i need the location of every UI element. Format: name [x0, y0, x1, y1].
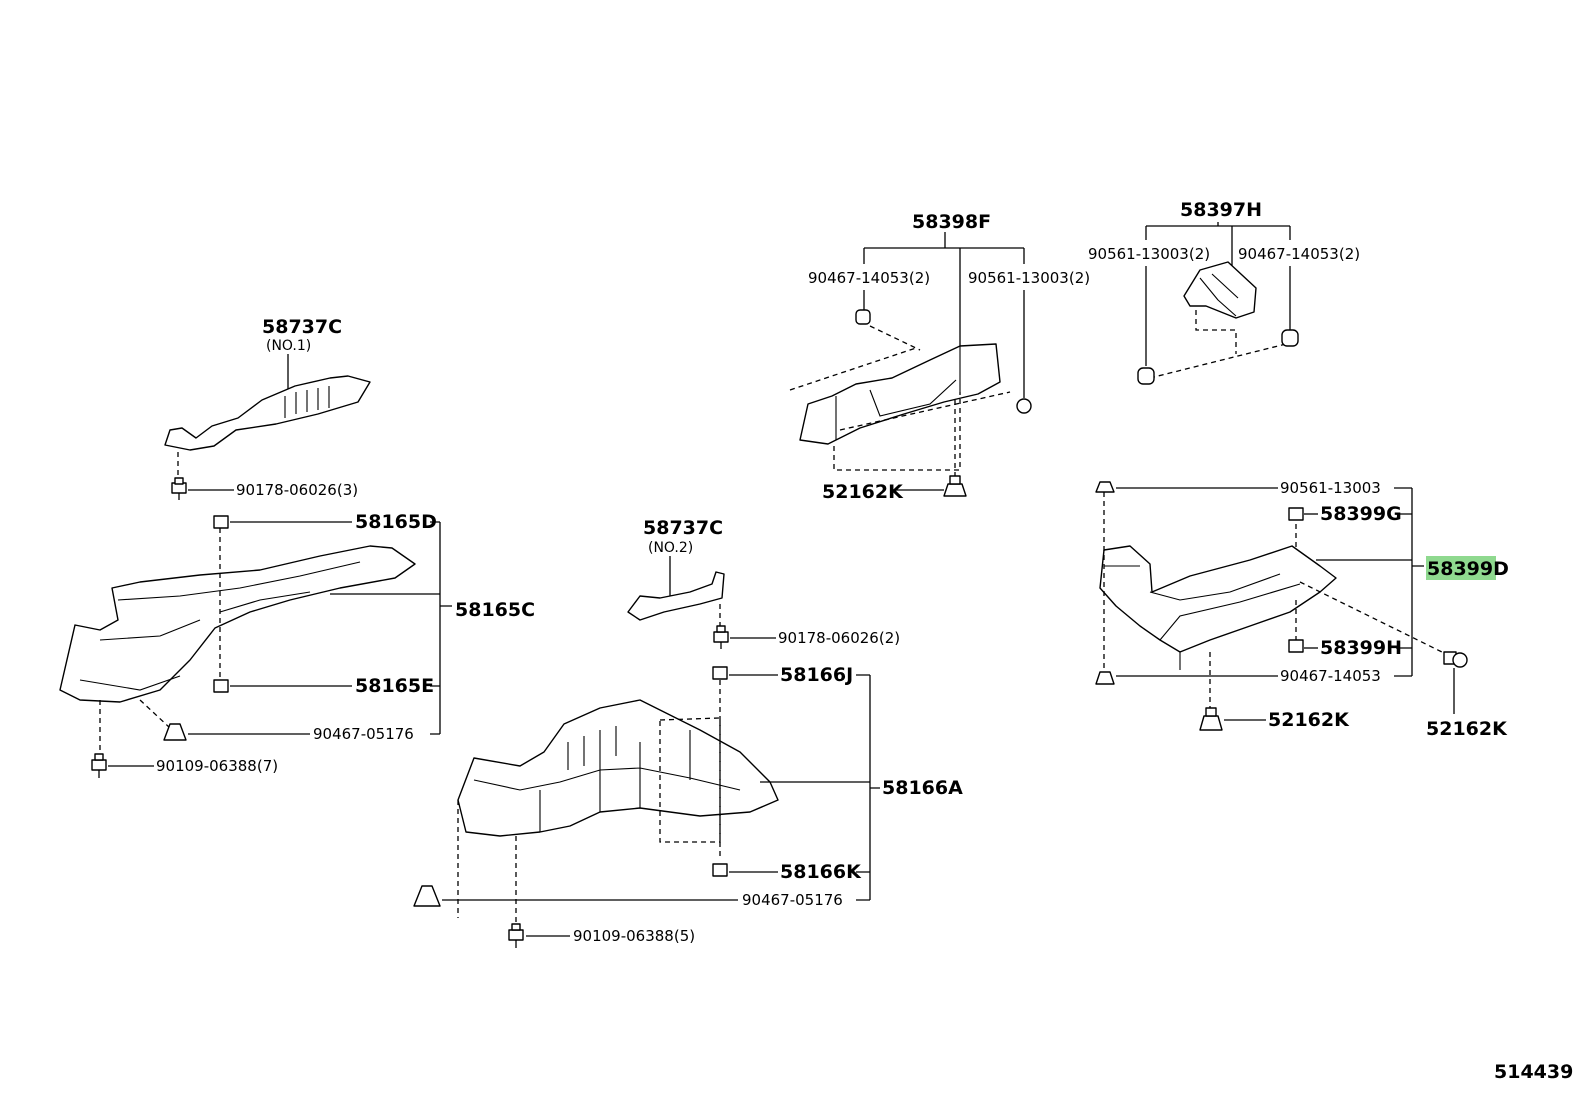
bolt-icon [713, 625, 729, 649]
bolt-icon [91, 753, 107, 778]
nut-icon [1016, 398, 1032, 414]
label-90178-06026-3[interactable]: 90178-06026(3) [236, 481, 358, 499]
label-58399d[interactable]: 58399D [1427, 558, 1509, 580]
grommet-icon [1095, 671, 1115, 685]
label-58737c-no2-sub: (NO.2) [648, 540, 693, 556]
part-58398f-group: 58398F 90467-14053(2) 90561-13003(2) 521… [789, 211, 1090, 503]
label-58399h[interactable]: 58399H [1320, 637, 1402, 659]
bracket-line [863, 232, 1025, 264]
bolt-icon [508, 923, 524, 948]
clip-icon [712, 863, 728, 877]
splash-shield-no2-drawing [627, 571, 725, 621]
bracket-line [1394, 487, 1424, 677]
clip-icon [712, 666, 728, 680]
label-58165c[interactable]: 58165C [455, 599, 535, 621]
bracket-line [1145, 222, 1291, 240]
label-90467-14053-2-b[interactable]: 90467-14053(2) [1238, 245, 1360, 263]
bolt-icon [171, 477, 187, 500]
highlight-58399d [1426, 556, 1496, 580]
bolt-icon [943, 475, 967, 497]
part-58165c-group: 58165D 58165C 58165E 90467-05176 90109-0… [59, 511, 535, 778]
label-90467-05176-center[interactable]: 90467-05176 [742, 891, 843, 909]
cover-58398f-drawing [799, 343, 1001, 445]
bracket-line [856, 674, 880, 901]
label-58737c-no1[interactable]: 58737C [262, 316, 342, 338]
bolt-icon [1443, 651, 1468, 668]
label-58165e[interactable]: 58165E [355, 675, 434, 697]
label-58166k[interactable]: 58166K [780, 861, 862, 883]
label-58166j[interactable]: 58166J [780, 664, 853, 686]
label-90561-13003-2-b[interactable]: 90561-13003(2) [1088, 245, 1210, 263]
label-52162k-far-right[interactable]: 52162K [1426, 718, 1508, 740]
label-90467-14053-2-a[interactable]: 90467-14053(2) [808, 269, 930, 287]
bracket-58397h-drawing [1183, 261, 1257, 319]
grommet-icon [413, 885, 441, 907]
clip-icon [1095, 481, 1115, 493]
label-90109-06388-5[interactable]: 90109-06388(5) [573, 927, 695, 945]
nut-icon [855, 309, 871, 325]
part-58166a-group: 58737C (NO.2) 90178-06026(2) 58166J 5816… [413, 517, 963, 948]
label-90561-13003-2-a[interactable]: 90561-13003(2) [968, 269, 1090, 287]
label-58397h[interactable]: 58397H [1180, 199, 1262, 221]
clip-icon [1288, 639, 1304, 653]
label-58398f[interactable]: 58398F [912, 211, 991, 233]
nut-icon [1137, 367, 1155, 385]
engine-under-cover-58165c-drawing [59, 545, 416, 703]
clip-icon [213, 679, 229, 693]
label-90178-06026-2[interactable]: 90178-06026(2) [778, 629, 900, 647]
label-58165d[interactable]: 58165D [355, 511, 437, 533]
bolt-icon [1199, 707, 1223, 731]
label-58737c-no2[interactable]: 58737C [643, 517, 723, 539]
part-58399d-group: 90561-13003 58399G 58399D 58399H 90467-1… [1095, 479, 1509, 740]
part-58737c-no1-group: 58737C (NO.1) 90178-06026(3) [164, 316, 371, 500]
label-90467-05176-left[interactable]: 90467-05176 [313, 725, 414, 743]
part-58397h-group: 58397H 90561-13003(2) 90467-14053(2) [1088, 199, 1360, 385]
cover-58399d-drawing [1099, 545, 1337, 653]
grommet-icon [163, 723, 187, 741]
diagram-id: 514439 [1494, 1061, 1573, 1083]
label-52162k-top[interactable]: 52162K [822, 481, 904, 503]
splash-shield-no1-drawing [164, 375, 371, 451]
label-58737c-no1-sub: (NO.1) [266, 338, 311, 354]
label-58399g[interactable]: 58399G [1320, 503, 1402, 525]
label-90109-06388-7[interactable]: 90109-06388(7) [156, 757, 278, 775]
label-52162k-right[interactable]: 52162K [1268, 709, 1350, 731]
clip-icon [1288, 507, 1304, 521]
label-58166a[interactable]: 58166A [882, 777, 963, 799]
label-90561-13003[interactable]: 90561-13003 [1280, 479, 1381, 497]
bracket-line [430, 521, 452, 735]
nut-icon [1281, 329, 1299, 347]
label-90467-14053[interactable]: 90467-14053 [1280, 667, 1381, 685]
clip-icon [213, 515, 229, 529]
engine-under-cover-58166a-drawing [457, 699, 779, 837]
